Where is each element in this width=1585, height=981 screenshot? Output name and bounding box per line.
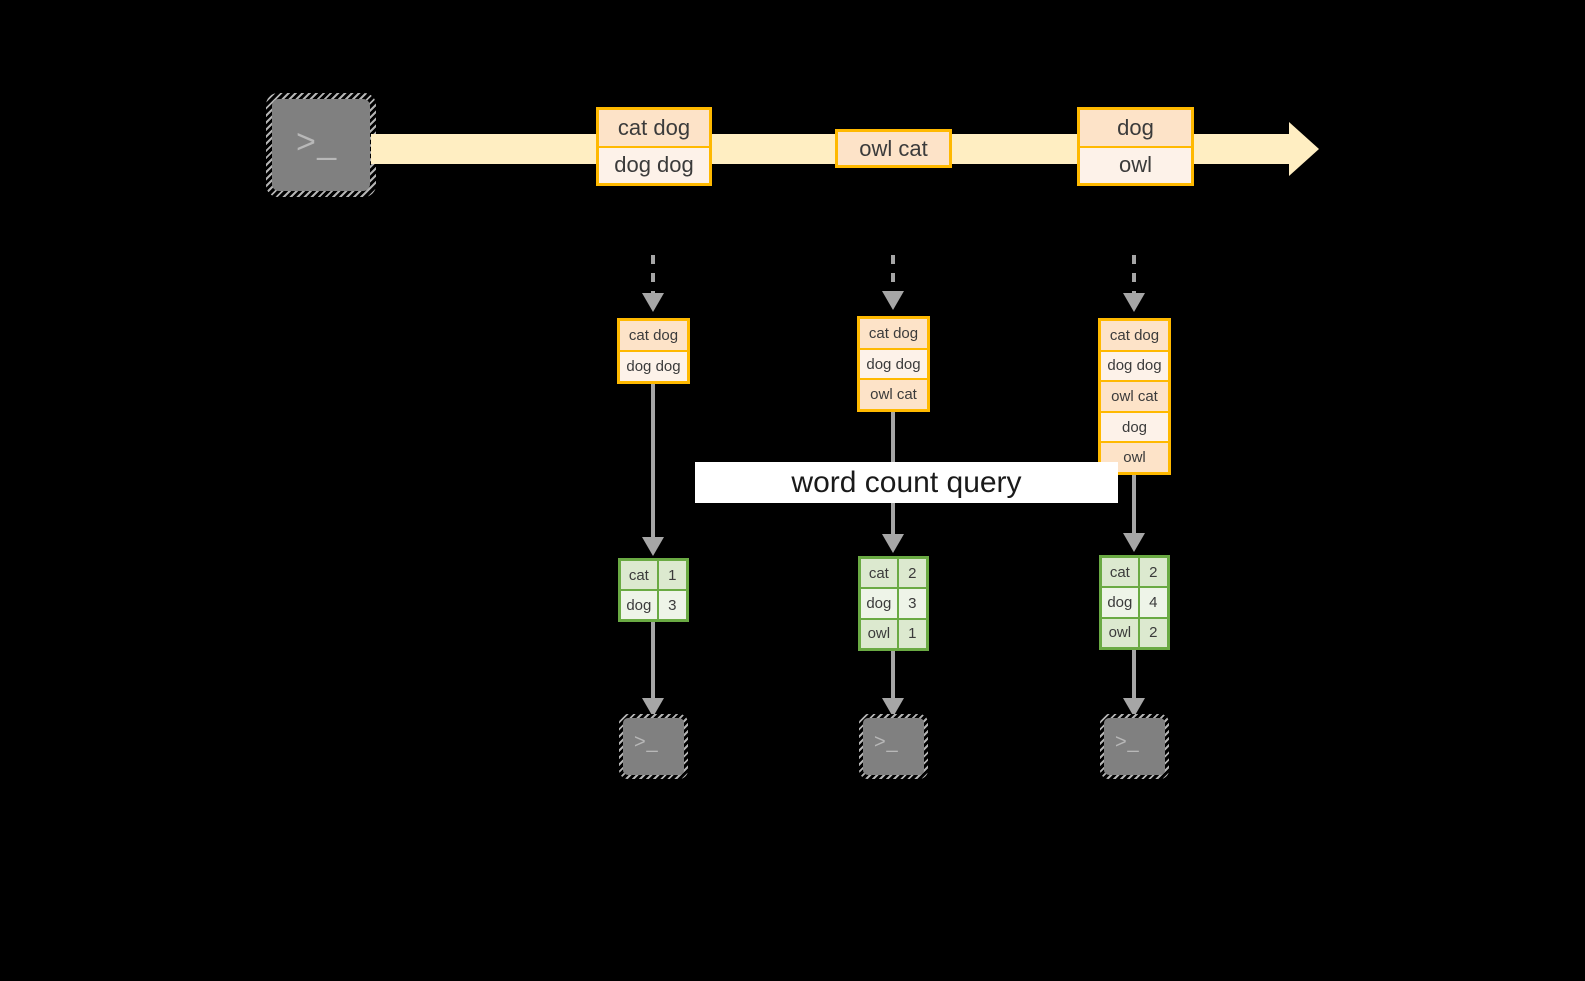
result-word: owl <box>1102 618 1140 647</box>
snapshot-state-line: dog dog <box>620 350 687 381</box>
result-row: owl 2 <box>1102 616 1167 647</box>
snapshot-state-line: dog <box>1101 410 1168 442</box>
result-row: dog 3 <box>861 587 926 618</box>
result-count: 1 <box>898 619 926 648</box>
query-flow-arrow-3 <box>1123 533 1145 552</box>
sink-flow-line-3 <box>1132 650 1136 701</box>
sink-flow-line-1 <box>651 622 655 700</box>
snapshot-state-line: cat dog <box>860 319 927 348</box>
snapshot-tap-arrow-2 <box>882 291 904 310</box>
snapshot-state-line: cat dog <box>620 321 687 350</box>
result-row: cat 1 <box>621 561 686 589</box>
snapshot-tap-line-2 <box>891 255 895 293</box>
result-table-2: cat 2 dog 3 owl 1 <box>858 556 929 651</box>
query-flow-line-3 <box>1132 475 1136 535</box>
result-count: 1 <box>658 561 686 589</box>
snapshot-tap-arrow-3 <box>1123 293 1145 312</box>
snapshot-state-line: dog dog <box>1101 349 1168 381</box>
snapshot-state-2: cat dog dog dog owl cat <box>857 316 930 412</box>
query-flow-arrow-1 <box>642 537 664 556</box>
snapshot-tap-arrow-1 <box>642 293 664 312</box>
terminal-body <box>623 718 684 775</box>
result-table-3: cat 2 dog 4 owl 2 <box>1099 555 1170 650</box>
result-word: cat <box>1102 558 1140 587</box>
result-table-1: cat 1 dog 3 <box>618 558 689 622</box>
query-flow-line-1 <box>651 384 655 539</box>
result-row: cat 2 <box>861 559 926 588</box>
query-label-band: word count query <box>695 462 1118 503</box>
terminal-body <box>1104 718 1165 775</box>
sink-flow-arrow-3 <box>1123 698 1145 717</box>
result-count: 2 <box>1139 618 1167 647</box>
snapshot-tap-line-1 <box>651 255 655 295</box>
result-row: dog 3 <box>621 589 686 619</box>
snapshot-state-line: owl cat <box>1101 380 1168 411</box>
stream-record-line: owl <box>1080 145 1191 183</box>
result-row: owl 1 <box>861 617 926 648</box>
stream-record-3: dog owl <box>1077 107 1194 186</box>
result-word: dog <box>1102 588 1140 617</box>
terminal-body <box>863 718 924 775</box>
sink-terminal-icon-3: >_ <box>1100 714 1169 779</box>
result-row: dog 4 <box>1102 586 1167 617</box>
sink-flow-arrow-1 <box>642 698 664 717</box>
terminal-body <box>272 99 370 191</box>
result-word: cat <box>621 561 659 589</box>
snapshot-state-line: owl cat <box>860 378 927 410</box>
stream-arrowhead <box>1289 122 1319 176</box>
sink-terminal-icon-1: >_ <box>619 714 688 779</box>
result-count: 2 <box>898 559 926 588</box>
stream-record-line: cat dog <box>599 110 709 146</box>
result-word: dog <box>621 591 659 619</box>
result-word: owl <box>861 619 899 648</box>
stream-record-2: owl cat <box>835 129 952 168</box>
snapshot-state-1: cat dog dog dog <box>617 318 690 384</box>
terminal-prompt-glyph: >_ <box>1115 731 1140 753</box>
result-row: cat 2 <box>1102 558 1167 587</box>
terminal-prompt-glyph: >_ <box>296 123 338 161</box>
stream-record-line: dog <box>1080 110 1191 146</box>
query-label-text: word count query <box>791 465 1022 499</box>
snapshot-tap-line-3 <box>1132 255 1136 295</box>
sink-terminal-icon-2: >_ <box>859 714 928 779</box>
snapshot-state-3: cat dog dog dog owl cat dog owl <box>1098 318 1171 475</box>
query-flow-arrow-2 <box>882 534 904 553</box>
stream-record-line: dog dog <box>599 145 709 183</box>
terminal-prompt-glyph: >_ <box>874 731 899 753</box>
result-count: 2 <box>1139 558 1167 587</box>
result-count: 4 <box>1139 588 1167 617</box>
sink-flow-arrow-2 <box>882 698 904 717</box>
sink-flow-line-2 <box>891 651 895 701</box>
result-word: dog <box>861 589 899 618</box>
snapshot-state-line: cat dog <box>1101 321 1168 350</box>
result-count: 3 <box>898 589 926 618</box>
stream-record-1: cat dog dog dog <box>596 107 712 186</box>
terminal-prompt-glyph: >_ <box>634 731 659 753</box>
result-word: cat <box>861 559 899 588</box>
stream-record-line: owl cat <box>838 132 949 165</box>
result-count: 3 <box>658 591 686 619</box>
snapshot-state-line: dog dog <box>860 347 927 379</box>
source-terminal-icon: >_ <box>266 93 376 197</box>
